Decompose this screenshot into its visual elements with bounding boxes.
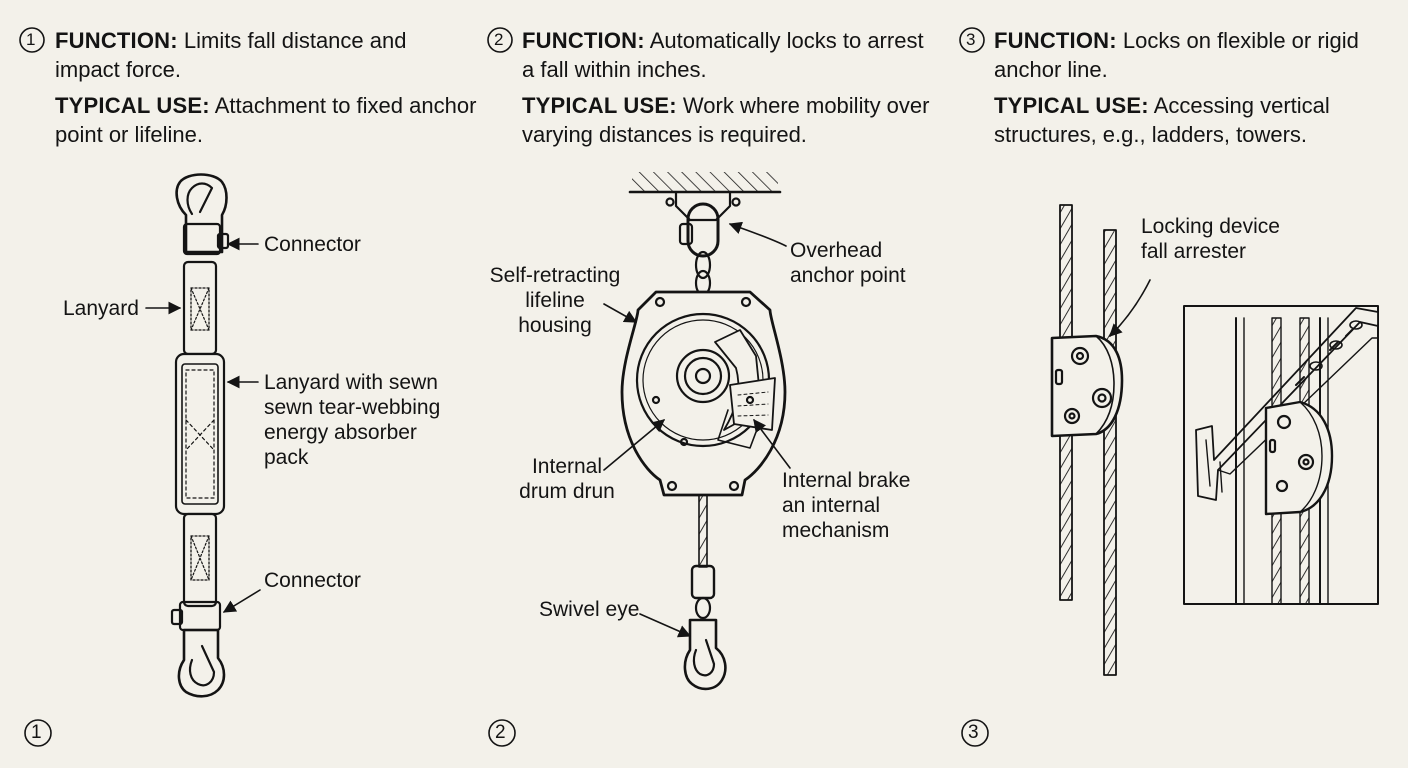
callout-line: Lanyard with sewn (264, 371, 438, 394)
callout-line: Overhead (790, 239, 883, 262)
callout-connector-bottom: Connector (264, 569, 361, 592)
callout-line: housing (518, 314, 592, 337)
panel3-number-circle (959, 27, 985, 53)
use-text-line: Accessing vertical (1153, 93, 1330, 118)
callout-line: energy absorber (264, 421, 417, 444)
callout-swivel-eye: Swivel eye (539, 598, 640, 621)
panel3-function: FUNCTION: Locks on flexible or rigid anc… (994, 26, 1359, 84)
panel3-number: 3 (966, 30, 976, 49)
use-text-line: Work where mobility over (682, 93, 930, 118)
use-label: TYPICAL USE: (994, 93, 1149, 118)
function-text-line: impact force. (55, 57, 181, 82)
callout-line: pack (264, 446, 309, 469)
panel3-description: FUNCTION: Locks on flexible or rigid anc… (994, 26, 1359, 156)
panel3-footer-circle (961, 719, 989, 747)
fall-arrester-drawing (1050, 204, 1379, 676)
callout-line: mechanism (782, 519, 890, 542)
callout-internal-brake: Internal brake an internal mechanism (782, 468, 910, 543)
callout-absorber: Lanyard with sewn sewn tear-webbing ener… (264, 370, 440, 470)
panel3-typical-use: TYPICAL USE: Accessing vertical structur… (994, 91, 1359, 149)
callout-line: an internal (782, 494, 881, 517)
use-text-line: Attachment to fixed anchor (214, 93, 477, 118)
function-text-line: Automatically locks to arrest (649, 28, 924, 53)
function-text-line: anchor line. (994, 57, 1108, 82)
panel2-description: FUNCTION: Automatically locks to arrest … (522, 26, 929, 156)
lanyard-drawing (170, 173, 230, 698)
use-label: TYPICAL USE: (522, 93, 677, 118)
use-text-line: structures, e.g., ladders, towers. (994, 122, 1308, 147)
panel1-footer-number: 1 (31, 722, 42, 743)
callout-overhead-anchor: Overhead anchor point (790, 238, 906, 288)
function-text-line: Locks on flexible or rigid (1122, 28, 1359, 53)
callout-line: Internal brake (782, 469, 911, 492)
panel1-number-circle (19, 27, 45, 53)
panel3-footer-number: 3 (968, 722, 979, 743)
callout-line: lifeline (525, 289, 585, 312)
callout-line: sewn tear-webbing (264, 396, 441, 419)
callout-line: Internal (531, 455, 603, 478)
panel2-function: FUNCTION: Automatically locks to arrest … (522, 26, 929, 84)
callout-lanyard: Lanyard (63, 297, 139, 320)
srl-drawing (620, 172, 787, 691)
callout-srl-housing: Self-retracting lifeline housing (488, 263, 622, 338)
callout-locking-device: Locking device fall arrester (1141, 214, 1280, 264)
callout-connector-top: Connector (264, 233, 361, 256)
use-label: TYPICAL USE: (55, 93, 210, 118)
panel2-typical-use: TYPICAL USE: Work where mobility over va… (522, 91, 929, 149)
panel1-typical-use: TYPICAL USE: Attachment to fixed anchor … (55, 91, 476, 149)
panel1-footer-circle (24, 719, 52, 747)
panel1-function: FUNCTION: Limits fall distance and impac… (55, 26, 476, 84)
function-text-line: a fall within inches. (522, 57, 707, 82)
panel2-number-circle (487, 27, 513, 53)
panel2-number: 2 (494, 30, 504, 49)
use-text-line: point or lifeline. (55, 122, 203, 147)
panel2-footer-circle (488, 719, 516, 747)
function-label: FUNCTION: (55, 28, 178, 53)
function-label: FUNCTION: (994, 28, 1117, 53)
use-text-line: varying distances is required. (522, 122, 807, 147)
callout-line: fall arrester (1141, 240, 1247, 263)
panel1-description: FUNCTION: Limits fall distance and impac… (55, 26, 476, 156)
callout-line: anchor point (790, 264, 906, 287)
function-label: FUNCTION: (522, 28, 645, 53)
callout-line: Locking device (1141, 215, 1280, 238)
callout-line: Self-retracting (489, 264, 621, 287)
panel2-footer-number: 2 (495, 722, 506, 743)
callout-line: drum drun (519, 480, 615, 503)
callout-internal-drum: Internal drum drun (512, 454, 622, 504)
function-text-line: Limits fall distance and (183, 28, 407, 53)
panel1-number: 1 (26, 30, 36, 49)
